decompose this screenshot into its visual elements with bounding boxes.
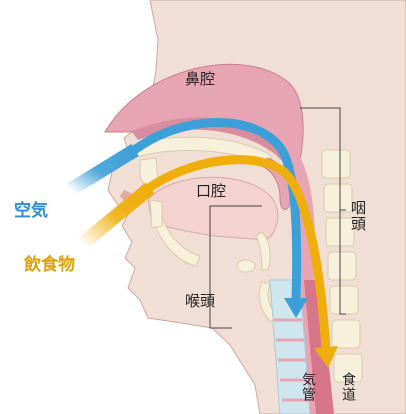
air-label: 空気	[14, 203, 48, 220]
larynx-label: 喉頭	[185, 294, 215, 309]
nasal-cavity-label: 鼻腔	[185, 72, 215, 87]
oral-cavity-label: 口腔	[196, 184, 226, 199]
trachea-label: 気管	[301, 372, 315, 402]
pharynx-label: 咽頭	[350, 200, 365, 232]
esophagus-label: 食道	[341, 372, 355, 402]
lower-teeth	[150, 200, 162, 228]
food-label: 飲食物	[24, 257, 75, 274]
hyoid-bone	[237, 260, 255, 272]
